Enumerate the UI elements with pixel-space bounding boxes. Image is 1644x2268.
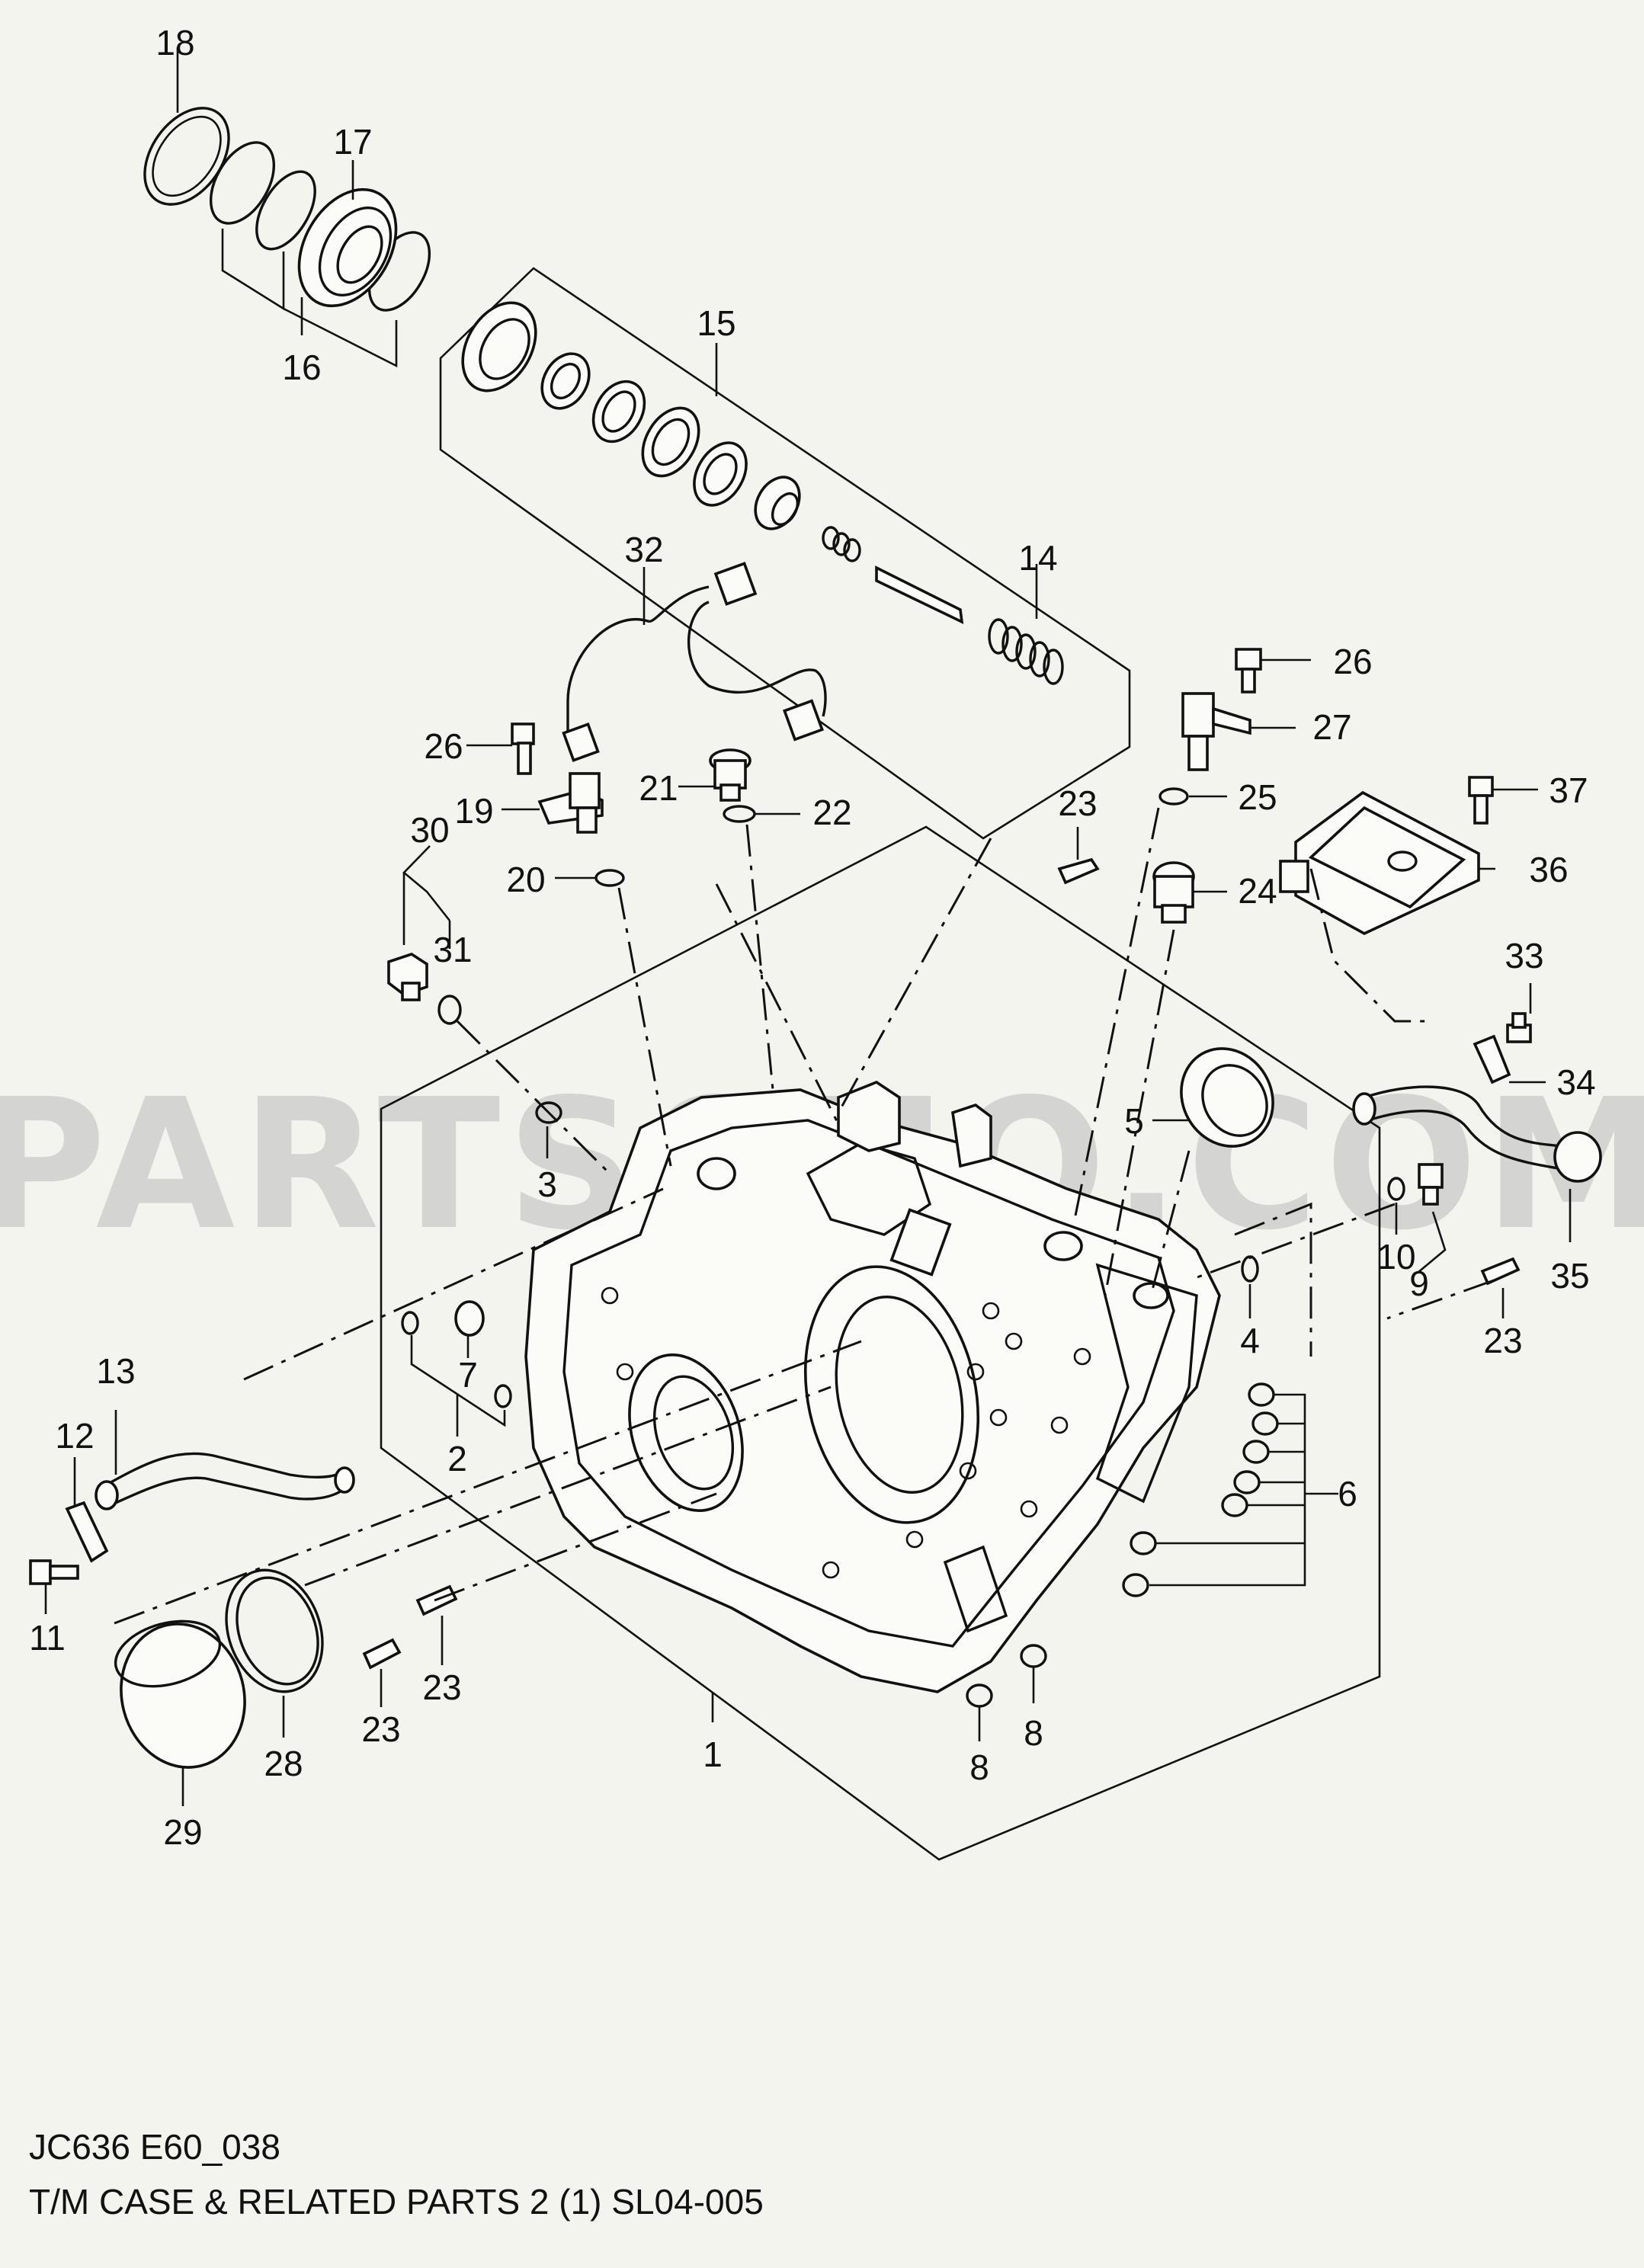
callout-17: 17 — [333, 122, 372, 162]
piston-assembly-group — [439, 267, 1131, 840]
callout-25: 25 — [1238, 777, 1277, 817]
plug-9 — [1387, 1163, 1447, 1273]
transmission-case-1 — [524, 1080, 1221, 1722]
callout-35: 35 — [1550, 1256, 1589, 1296]
o-ring-28 — [225, 1568, 324, 1738]
leader-lines — [114, 807, 1495, 1625]
callout-30: 30 — [410, 810, 449, 850]
callout-4: 4 — [1240, 1321, 1260, 1360]
snap-ring-18 — [143, 47, 230, 206]
harness-32 — [562, 562, 827, 762]
dowel-pin-23-top — [1057, 827, 1100, 885]
callout-10: 10 — [1376, 1237, 1415, 1277]
callout-15: 15 — [697, 303, 735, 343]
diagram-code: JC636 E60_038 — [29, 2127, 280, 2167]
callout-28: 28 — [264, 1744, 303, 1783]
callout-32: 32 — [624, 530, 663, 569]
dowel-pin-23-right — [1480, 1257, 1521, 1318]
bolt-11 — [29, 1559, 79, 1614]
callout-26-right: 26 — [1333, 642, 1372, 681]
o-ring-25 — [1158, 787, 1227, 806]
callout-16: 16 — [282, 348, 321, 387]
piston-assembly-15 — [461, 301, 964, 625]
callout-24: 24 — [1238, 871, 1277, 911]
callout-36: 36 — [1529, 850, 1568, 889]
gasket-22 — [723, 805, 800, 823]
bolt-37 — [1468, 776, 1538, 825]
callout-8-right: 8 — [1024, 1713, 1043, 1753]
callout-12: 12 — [55, 1416, 94, 1456]
callout-27: 27 — [1312, 707, 1351, 747]
callout-31: 31 — [433, 930, 472, 969]
o-ring-set-6 — [1122, 1382, 1338, 1597]
callout-8-left: 8 — [969, 1747, 989, 1787]
breather-pipe-13 — [95, 1410, 355, 1510]
callout-7: 7 — [458, 1355, 478, 1395]
callout-labels: 1 2 3 4 5 6 7 8 8 9 10 11 12 13 14 15 16… — [29, 23, 1595, 1852]
o-ring-8-right — [1020, 1644, 1047, 1703]
case-group-frame — [380, 825, 1381, 1861]
o-ring-20 — [555, 869, 625, 887]
oil-seal-5 — [1152, 1047, 1274, 1148]
callout-14: 14 — [1018, 538, 1057, 578]
callout-21: 21 — [639, 768, 678, 808]
callout-6: 6 — [1338, 1474, 1357, 1514]
callout-23-right: 23 — [1483, 1321, 1522, 1360]
control-module-36 — [1279, 790, 1495, 936]
callout-34: 34 — [1556, 1062, 1595, 1102]
callout-33: 33 — [1505, 936, 1543, 975]
callout-37: 37 — [1549, 770, 1588, 810]
bolt-26-right — [1235, 648, 1311, 694]
callout-26-left: 26 — [424, 726, 463, 766]
callout-19: 19 — [454, 791, 493, 831]
callout-13: 13 — [96, 1351, 135, 1391]
plug-24 — [1152, 861, 1227, 924]
diagram-title: T/M CASE & RELATED PARTS 2 (1) SL04-005 — [29, 2182, 764, 2222]
clamp-34 — [1473, 1034, 1546, 1084]
plug-21 — [678, 748, 751, 802]
clamp-12 — [65, 1457, 109, 1563]
callout-29: 29 — [163, 1812, 202, 1852]
dowel-pin-23-bottom-left — [362, 1638, 402, 1707]
callout-20: 20 — [506, 860, 545, 899]
hose-35 — [1352, 1085, 1602, 1242]
o-ring-3 — [535, 1101, 562, 1158]
callout-11: 11 — [29, 1618, 66, 1658]
bolt-26-left — [466, 722, 535, 775]
callout-5: 5 — [1124, 1101, 1144, 1141]
callout-2: 2 — [447, 1439, 467, 1478]
speed-sensor-19 — [502, 772, 604, 834]
o-ring-8-left — [966, 1683, 993, 1741]
callout-3: 3 — [537, 1164, 557, 1204]
o-ring-pair-2 — [401, 1311, 512, 1437]
speed-sensor-27 — [1181, 692, 1296, 771]
bolt-33 — [1506, 983, 1532, 1043]
plug-30 — [387, 845, 462, 1025]
sleeve-29 — [114, 1619, 246, 1806]
callout-18: 18 — [155, 23, 194, 62]
callout-22: 22 — [812, 793, 851, 832]
sleeve-7 — [454, 1300, 485, 1358]
callout-23-bottom-right: 23 — [422, 1667, 461, 1707]
callout-23-bottom-left: 23 — [361, 1709, 400, 1749]
piston-17 — [297, 160, 398, 308]
callout-9: 9 — [1409, 1264, 1429, 1303]
callout-1: 1 — [703, 1735, 723, 1774]
callout-23-top: 23 — [1058, 783, 1097, 823]
spring-14 — [988, 564, 1064, 685]
